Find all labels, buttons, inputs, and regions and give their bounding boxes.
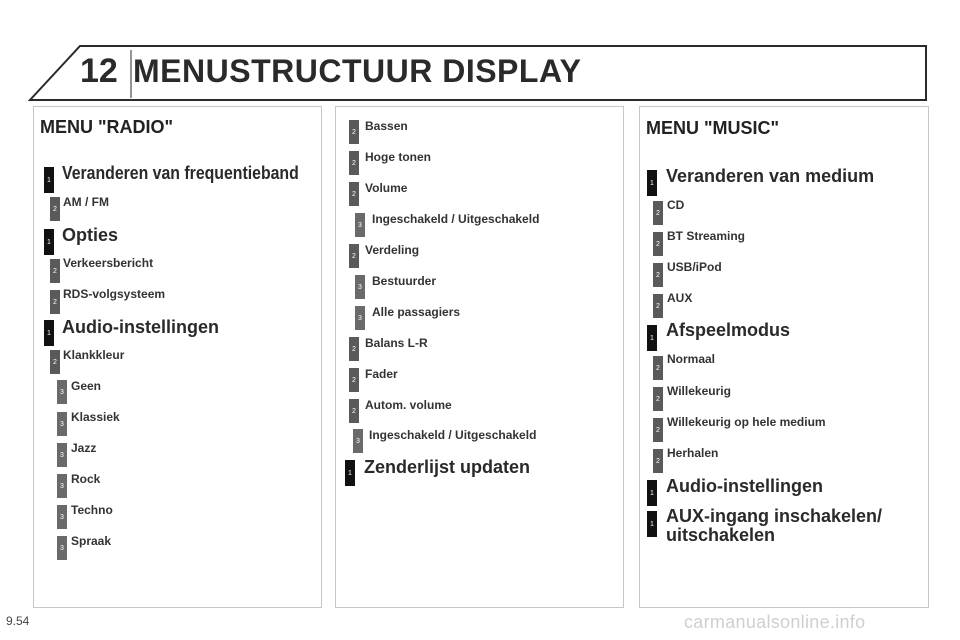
menu-item-opties: Opties [62,225,119,245]
level-badge: 2 [653,232,663,256]
level-badge: 2 [349,120,359,144]
menu-item-herhalen: Herhalen [667,446,719,460]
menu-item-autom-volume-toggle: Ingeschakeld / Uitgeschakeld [369,428,537,442]
menu-item-aux: AUX [667,291,693,305]
menu-item-rds: RDS-volgsysteem [63,287,166,301]
radio-menu-panel: MENU "RADIO" 1 Veranderen van frequentie… [33,106,322,608]
level-badge: 2 [50,197,60,221]
level-badge: 2 [50,290,60,314]
chapter-number: 12 [80,52,118,90]
menu-item-bt-streaming: BT Streaming [667,229,746,243]
level-badge: 2 [653,294,663,318]
level-badge: 3 [355,275,365,299]
level-badge: 2 [349,151,359,175]
level-badge: 3 [57,536,67,560]
menu-item-willekeurig-hele-medium: Willekeurig op hele medium [667,415,826,429]
level-badge: 1 [647,480,657,506]
menu-item-spraak: Spraak [71,534,112,548]
menu-item-normaal: Normaal [667,352,716,366]
level-badge: 3 [57,412,67,436]
level-badge: 2 [349,182,359,206]
menu-item-zenderlijst: Zenderlijst updaten [364,457,531,477]
menu-item-bestuurder: Bestuurder [372,274,437,288]
level-badge: 3 [355,213,365,237]
level-badge: 1 [345,460,355,486]
level-badge: 1 [44,320,54,346]
menu-item-verkeersbericht: Verkeersbericht [63,256,154,270]
level-badge: 2 [349,399,359,423]
level-badge: 2 [653,449,663,473]
page-number: 9.54 [6,614,30,628]
level-badge: 1 [647,170,657,196]
level-badge: 3 [57,380,67,404]
level-badge: 2 [349,244,359,268]
menu-item-frequentieband: Veranderen van frequentieband [62,163,299,183]
menu-item-fader: Fader [365,367,398,381]
level-badge: 2 [349,368,359,392]
menu-item-klassiek: Klassiek [71,410,120,424]
menu-item-willekeurig: Willekeurig [667,384,731,398]
level-badge: 1 [44,229,54,255]
menu-item-hoge-tonen: Hoge tonen [365,150,431,164]
menu-item-bassen: Bassen [365,119,408,133]
menu-item-geen: Geen [71,379,102,393]
menu-item-balans: Balans L-R [365,336,428,350]
menu-item-aux-ingang-line2: uitschakelen [666,525,776,545]
level-badge: 3 [353,429,363,453]
level-badge: 3 [57,505,67,529]
menu-item-rock: Rock [71,472,101,486]
music-menu-title: MENU "MUSIC" [646,118,780,138]
menu-item-verdeling: Verdeling [365,243,420,257]
level-badge: 2 [653,387,663,411]
menu-item-autom-volume: Autom. volume [365,398,452,412]
menu-item-cd: CD [667,198,685,212]
level-badge: 2 [653,418,663,442]
menu-item-jazz: Jazz [71,441,97,455]
level-badge: 1 [647,325,657,351]
level-badge: 2 [349,337,359,361]
menu-item-afspeelmodus: Afspeelmodus [666,320,791,340]
level-badge: 2 [653,201,663,225]
menu-item-medium: Veranderen van medium [666,166,875,186]
page-title: MENUSTRUCTUUR DISPLAY [133,53,582,89]
level-badge: 2 [50,259,60,283]
menu-item-audio-instellingen-music: Audio-instellingen [666,476,823,496]
menu-item-usb-ipod: USB/iPod [667,260,722,274]
level-badge: 2 [653,263,663,287]
menu-item-volume-toggle: Ingeschakeld / Uitgeschakeld [372,212,540,226]
menu-item-audio-instellingen: Audio-instellingen [62,317,219,337]
audio-settings-panel: 2 Bassen 2 Hoge tonen 2 Volume 3 Ingesch… [335,106,624,608]
music-menu-panel: MENU "MUSIC" 1 Veranderen van medium 2 C… [639,106,929,608]
level-badge: 3 [355,306,365,330]
menu-item-am-fm: AM / FM [63,195,109,209]
menu-item-alle-passagiers: Alle passagiers [372,305,461,319]
menu-item-aux-ingang: AUX-ingang inschakelen/ [666,506,883,526]
level-badge: 3 [57,443,67,467]
menu-item-volume: Volume [365,181,408,195]
radio-menu-title: MENU "RADIO" [40,117,174,137]
level-badge: 1 [44,167,54,193]
header-frame [27,45,927,101]
menu-item-klankkleur: Klankkleur [63,348,125,362]
level-badge: 3 [57,474,67,498]
level-badge: 2 [50,350,60,374]
menu-item-techno: Techno [71,503,113,517]
level-badge: 1 [647,511,657,537]
watermark: carmanualsonline.info [684,612,866,632]
level-badge: 2 [653,356,663,380]
